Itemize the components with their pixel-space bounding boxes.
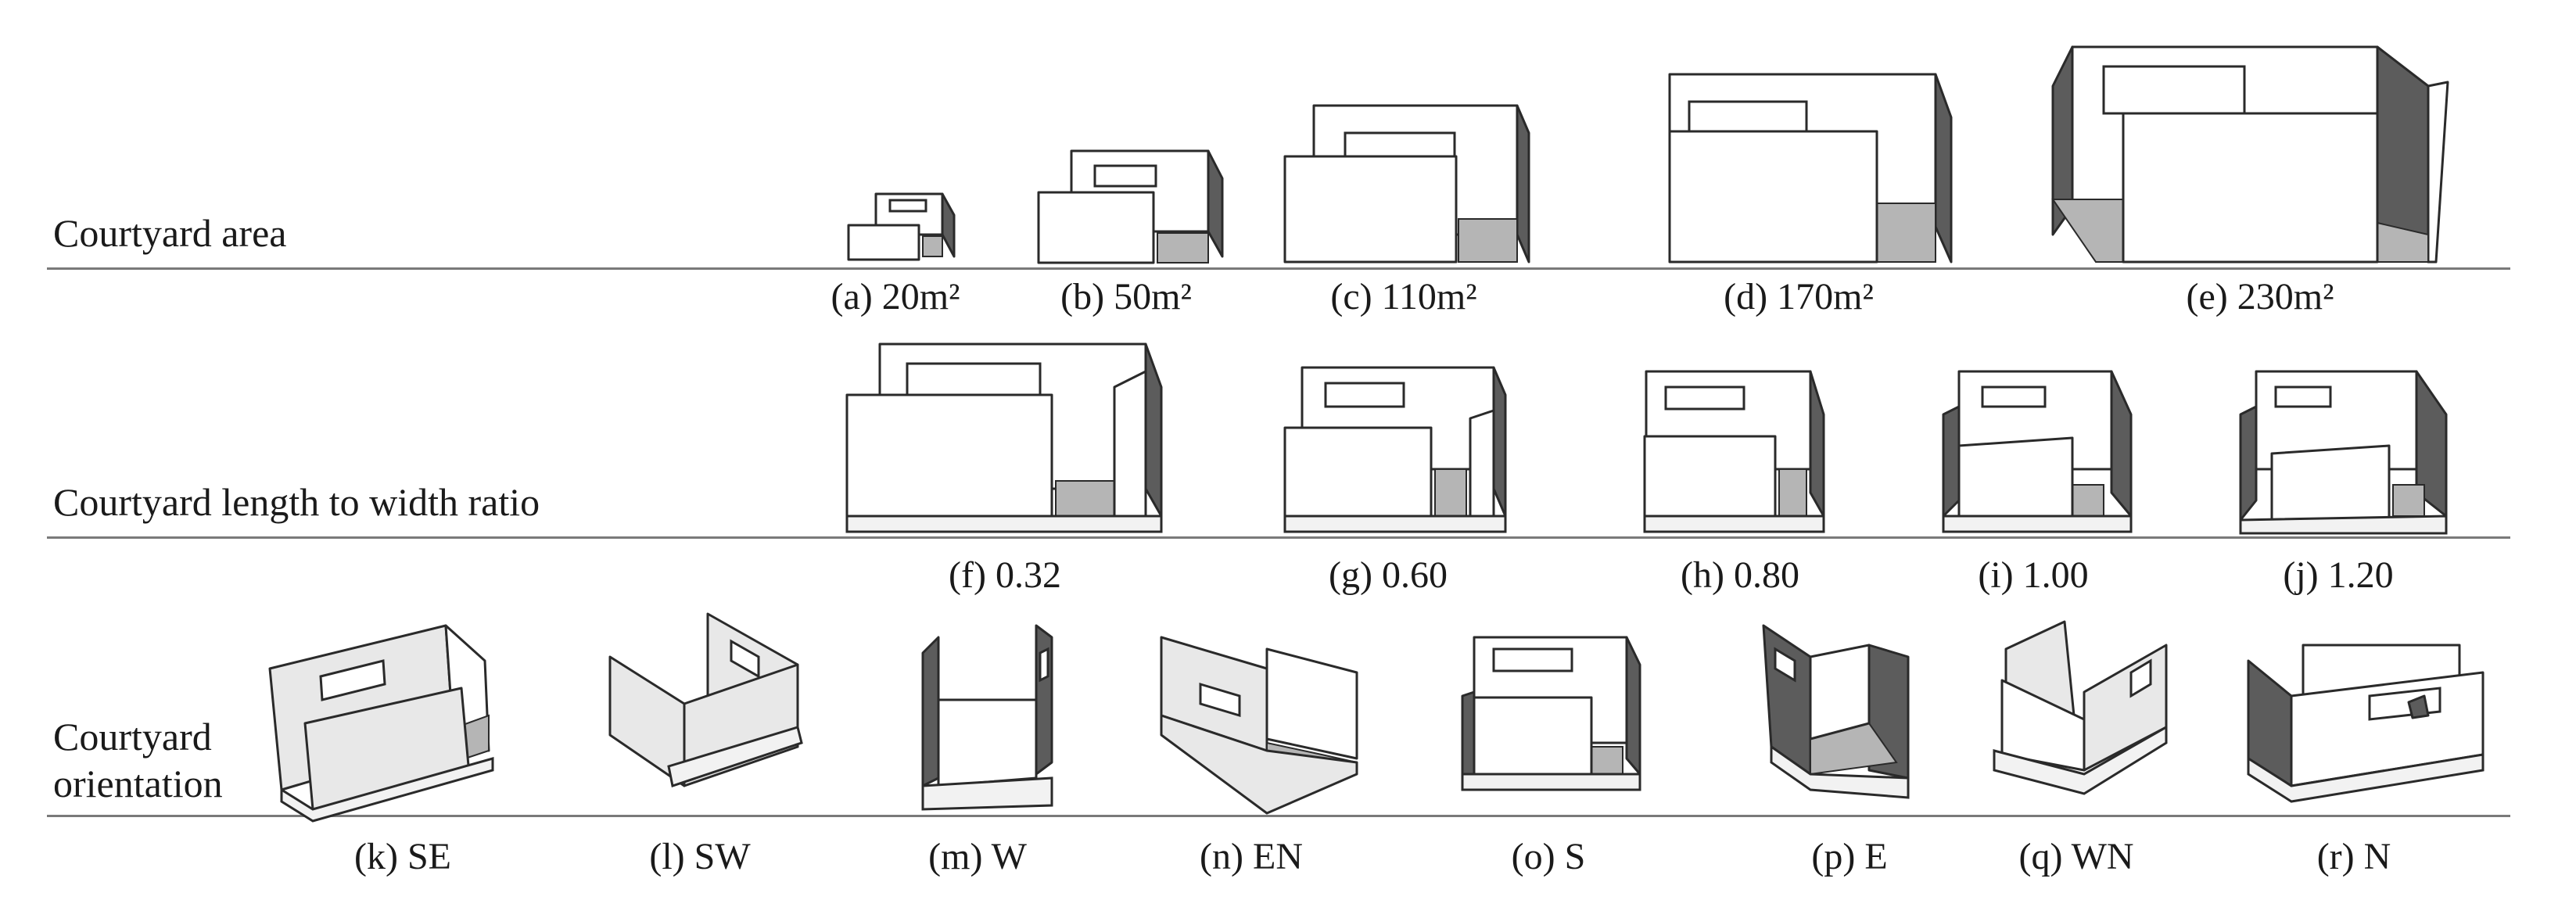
row-label-ratio: Courtyard length to width ratio [53, 480, 540, 524]
model-a [847, 192, 956, 261]
model-q [1993, 620, 2168, 795]
model-r [2247, 644, 2485, 803]
caption-value: 170m² [1777, 276, 1874, 317]
model-d [1668, 73, 1953, 264]
caption-p: (p) E [1811, 835, 1887, 879]
baseline-ratio [47, 536, 2510, 539]
caption-r: (r) N [2317, 835, 2391, 879]
baseline-area [47, 267, 2510, 270]
model-i [1942, 370, 2133, 533]
caption-letter: (d) [1724, 276, 1768, 317]
caption-value: 1.20 [2327, 554, 2394, 596]
row-label-line2: orientation [53, 762, 223, 805]
caption-value: W [991, 836, 1027, 877]
caption-value: 110m² [1381, 276, 1477, 317]
caption-letter: (k) [354, 836, 398, 877]
model-h [1643, 370, 1825, 533]
caption-value: 0.32 [995, 554, 1061, 596]
caption-letter: (l) [649, 836, 685, 877]
caption-letter: (c) [1330, 276, 1372, 317]
caption-value: 50m² [1114, 276, 1192, 317]
model-f [845, 342, 1163, 533]
caption-value: E [1864, 836, 1888, 877]
caption-n: (n) EN [1200, 835, 1303, 879]
caption-letter: (r) [2316, 836, 2355, 877]
model-p [1762, 624, 1910, 799]
caption-value: EN [1252, 836, 1303, 877]
caption-f: (f) 0.32 [949, 554, 1061, 597]
caption-value: 0.80 [1733, 554, 1799, 596]
caption-value: 20m² [881, 276, 960, 317]
caption-letter: (q) [2018, 836, 2063, 877]
caption-letter: (a) [831, 276, 873, 317]
model-j [2239, 370, 2448, 535]
caption-q: (q) WN [2018, 835, 2133, 879]
row-label-orientation: Courtyard orientation [53, 713, 223, 807]
caption-value: S [1564, 836, 1586, 877]
model-g [1283, 366, 1507, 533]
caption-e: (e) 230m² [2186, 275, 2334, 319]
caption-a: (a) 20m² [831, 275, 960, 319]
caption-g: (g) 0.60 [1329, 554, 1448, 597]
model-b [1037, 149, 1224, 264]
caption-h: (h) 0.80 [1681, 554, 1799, 597]
caption-c: (c) 110m² [1330, 275, 1476, 319]
model-k [268, 624, 494, 823]
caption-value: 230m² [2237, 276, 2334, 317]
model-c [1283, 104, 1530, 264]
caption-value: N [2363, 836, 2391, 877]
model-l [608, 612, 803, 787]
caption-value: SW [694, 836, 751, 877]
model-o [1461, 636, 1641, 791]
caption-value: 1.00 [2022, 554, 2089, 596]
caption-letter: (e) [2186, 276, 2228, 317]
model-m [921, 624, 1053, 811]
caption-letter: (o) [1511, 836, 1555, 877]
caption-l: (l) SW [649, 835, 750, 879]
caption-b: (b) 50m² [1060, 275, 1192, 319]
caption-letter: (i) [1978, 554, 2014, 596]
caption-letter: (p) [1811, 836, 1856, 877]
baseline-orientation [47, 815, 2510, 817]
caption-letter: (m) [928, 836, 983, 877]
caption-letter: (h) [1681, 554, 1724, 596]
caption-i: (i) 1.00 [1978, 554, 2088, 597]
caption-j: (j) 1.20 [2283, 554, 2393, 597]
caption-value: SE [407, 836, 451, 877]
caption-letter: (n) [1200, 836, 1243, 877]
model-n [1160, 636, 1358, 815]
caption-value: WN [2071, 836, 2134, 877]
model-e [2051, 45, 2449, 264]
row-label-line1: Courtyard [53, 715, 212, 758]
caption-letter: (g) [1329, 554, 1372, 596]
caption-m: (m) W [928, 835, 1027, 879]
caption-d: (d) 170m² [1724, 275, 1874, 319]
caption-value: 0.60 [1381, 554, 1448, 596]
caption-k: (k) SE [354, 835, 451, 879]
caption-letter: (f) [949, 554, 986, 596]
caption-letter: (j) [2283, 554, 2319, 596]
row-label-area: Courtyard area [53, 211, 287, 255]
caption-letter: (b) [1060, 276, 1105, 317]
caption-o: (o) S [1512, 835, 1586, 879]
